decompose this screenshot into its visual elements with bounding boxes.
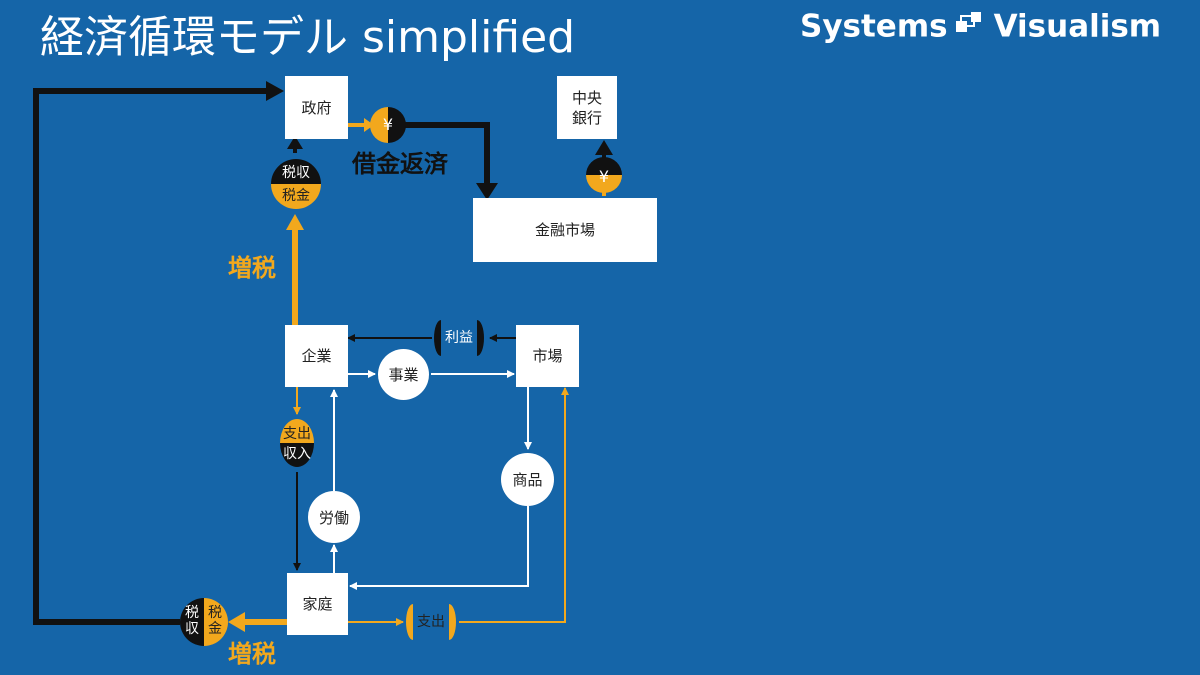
bubble-business: 事業	[378, 349, 429, 400]
tax-token-government	[271, 159, 321, 209]
tax-loop-arrow	[33, 88, 268, 625]
token-profit-label: 利益	[445, 330, 473, 346]
household-spend-token	[406, 604, 456, 640]
repayment-arrowhead	[476, 183, 498, 200]
label-tax-increase-lower: 増税	[228, 640, 276, 668]
repayment-arrow	[401, 122, 490, 185]
token-household-tax-revenue-label: 税 収	[185, 605, 199, 637]
bubble-labor: 労働	[308, 491, 360, 543]
label-debt-repayment: 借金返済	[352, 150, 448, 178]
node-household: 家庭	[287, 573, 348, 635]
token-expense-label: 支出	[283, 426, 311, 442]
tax-loop-arrowhead	[266, 81, 284, 101]
yen-token-central-bank	[586, 157, 622, 193]
token-tax-label: 税金	[282, 188, 310, 204]
flow-logo-icon	[954, 5, 984, 47]
household-tax-token	[180, 598, 228, 646]
tax-to-gov-arrowhead	[287, 136, 303, 149]
bubble-goods: 商品	[501, 453, 554, 506]
token-tax-revenue-label: 税収	[282, 165, 310, 181]
label-tax-increase-upper: 増税	[228, 254, 276, 282]
node-market: 市場	[516, 325, 579, 387]
brand-left-word: Systems	[800, 8, 948, 45]
yen-symbol-government: ¥	[382, 115, 394, 134]
token-household-spend-label: 支出	[417, 614, 445, 630]
node-financial-market: 金融市場	[473, 198, 657, 262]
node-central-bank: 中央 銀行	[557, 76, 617, 139]
gov-to-yen-arrowhead	[364, 118, 374, 132]
token-household-tax-label: 税 金	[208, 605, 222, 637]
brand-right-word: Visualism	[993, 8, 1162, 45]
yen-token-government	[370, 107, 406, 143]
to-central-bank-arrowhead	[595, 140, 613, 155]
node-government: 政府	[285, 76, 348, 139]
profit-token	[434, 320, 484, 356]
page-title: 経済循環モデル simplified	[40, 12, 576, 63]
brand-logo: Systems Visualism	[800, 5, 1161, 51]
expense-income-token	[280, 419, 314, 467]
token-income-label: 収入	[283, 446, 311, 462]
node-company: 企業	[285, 325, 348, 387]
yen-symbol-central-bank: ¥	[598, 167, 610, 186]
